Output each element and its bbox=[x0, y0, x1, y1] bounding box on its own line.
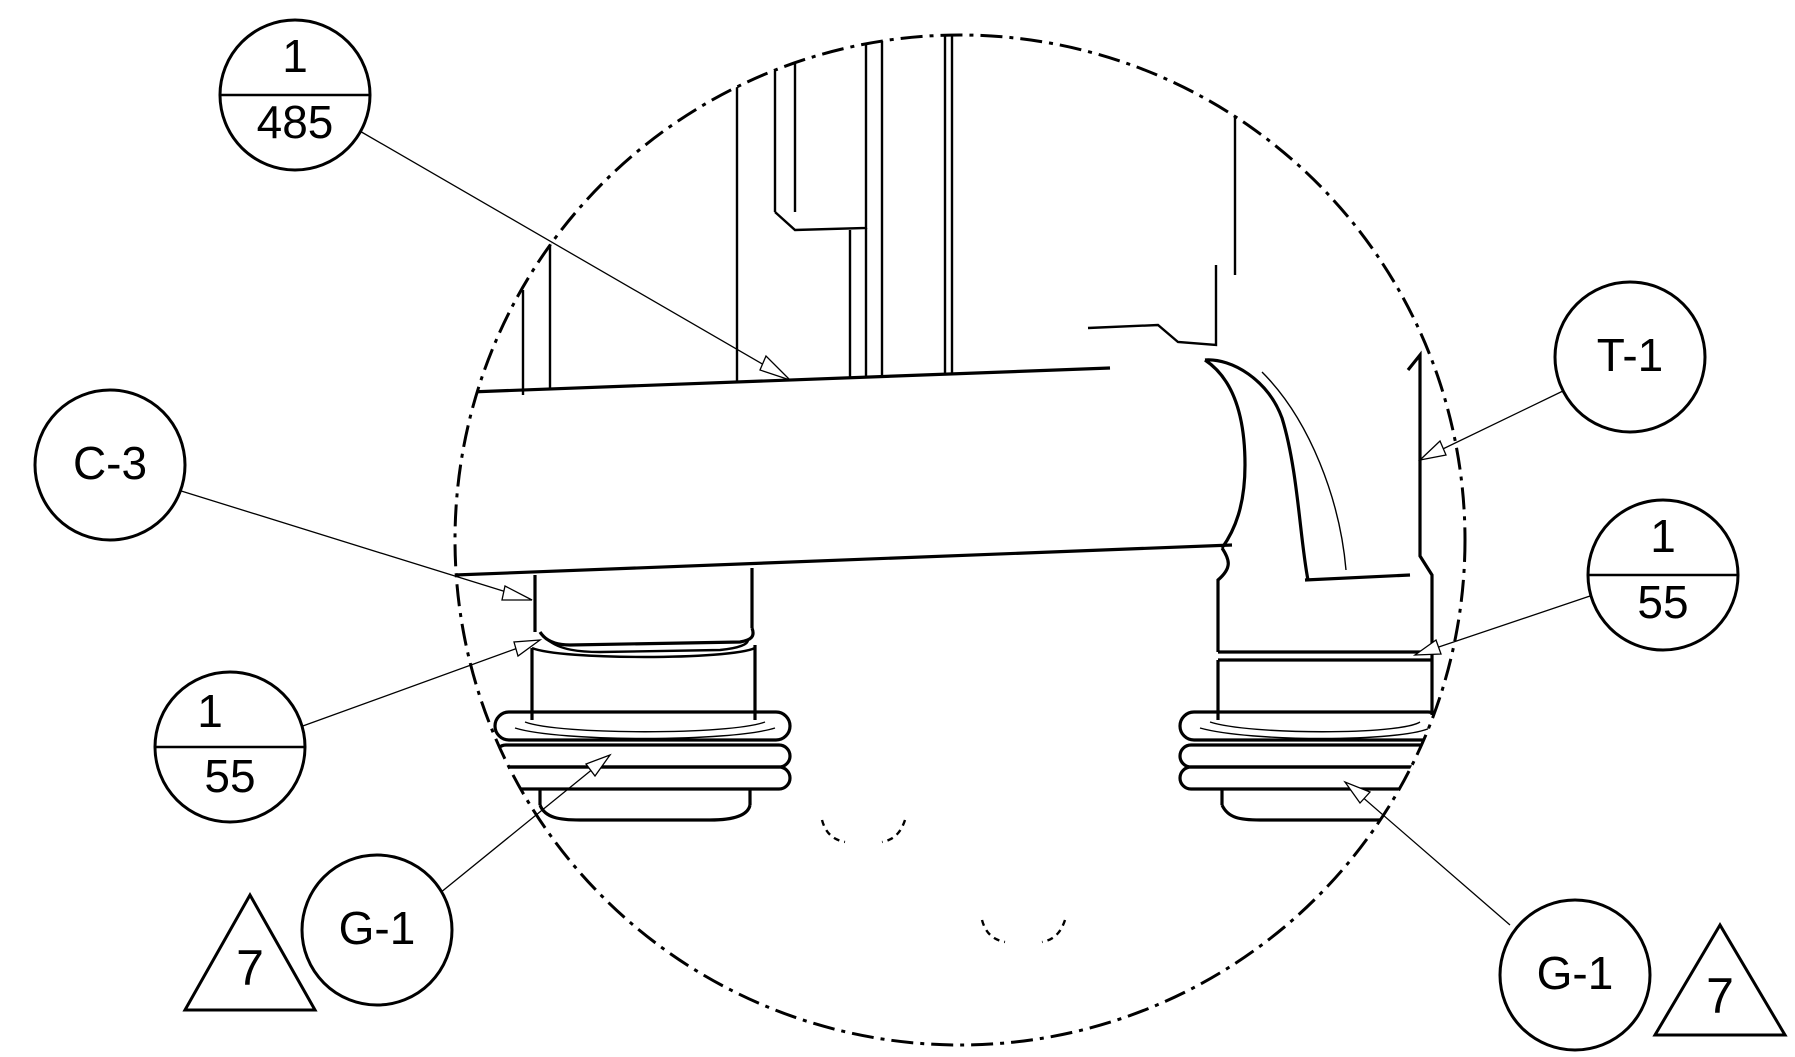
callout-g1-right-text: G-1 bbox=[1537, 947, 1614, 999]
leader-g1-left bbox=[439, 754, 611, 894]
callout-485-bottom-text: 485 bbox=[257, 96, 334, 148]
triangle-left-text: 7 bbox=[236, 940, 264, 996]
callout-g1-left: G-1 bbox=[300, 853, 454, 1007]
callout-t1-text: T-1 bbox=[1597, 329, 1663, 381]
leader-485 bbox=[357, 129, 791, 381]
leader-55-left bbox=[299, 639, 541, 728]
callout-55-right-bottom-text: 55 bbox=[1637, 576, 1688, 628]
callout-c3: C-3 bbox=[33, 388, 187, 542]
hidden-detail-marks bbox=[820, 819, 1067, 944]
leader-t1 bbox=[1419, 389, 1566, 461]
horizontal-bar bbox=[455, 358, 1310, 581]
arrowhead-485 bbox=[759, 354, 791, 381]
triangle-symbol-left: 7 bbox=[182, 891, 318, 1012]
vertical-frame bbox=[521, 35, 1237, 395]
callout-c3-text: C-3 bbox=[73, 437, 147, 489]
leader-g1-right bbox=[1344, 781, 1511, 926]
callout-55-right-top-text: 1 bbox=[1650, 510, 1676, 562]
callout-part-485: 1 485 bbox=[218, 18, 372, 172]
arrowhead-55-right bbox=[1412, 638, 1442, 656]
callout-55-left-top-text: 1 bbox=[197, 685, 223, 737]
arrowhead-t1 bbox=[1417, 439, 1447, 462]
callout-485-top-text: 1 bbox=[282, 30, 308, 82]
elbow-fitting bbox=[1216, 350, 1434, 720]
left-pipe-stub bbox=[530, 568, 757, 720]
callout-g1-left-text: G-1 bbox=[339, 902, 416, 954]
callout-t1: T-1 bbox=[1553, 280, 1707, 434]
callout-55-left-bottom-text: 55 bbox=[204, 750, 255, 802]
left-flange-stack bbox=[493, 710, 792, 822]
leader-lines bbox=[177, 129, 1594, 926]
leader-55-right bbox=[1414, 594, 1594, 656]
arrowhead-55-left bbox=[513, 639, 543, 658]
triangle-symbol-right: 7 bbox=[1652, 922, 1788, 1037]
leader-c3 bbox=[177, 489, 533, 601]
callout-g1-right: G-1 bbox=[1498, 898, 1652, 1052]
callout-part-55-left: 1 55 bbox=[153, 670, 307, 824]
arrowhead-g1-left bbox=[584, 753, 612, 778]
arrowhead-c3 bbox=[501, 585, 533, 601]
triangle-right-text: 7 bbox=[1706, 968, 1734, 1024]
detail-boundary-circle bbox=[453, 33, 1467, 1047]
callout-part-55-right: 1 55 bbox=[1586, 498, 1740, 652]
arrowhead-g1-right bbox=[1343, 780, 1372, 805]
right-flange-stack bbox=[1178, 710, 1444, 822]
part-geometry bbox=[455, 35, 1444, 944]
